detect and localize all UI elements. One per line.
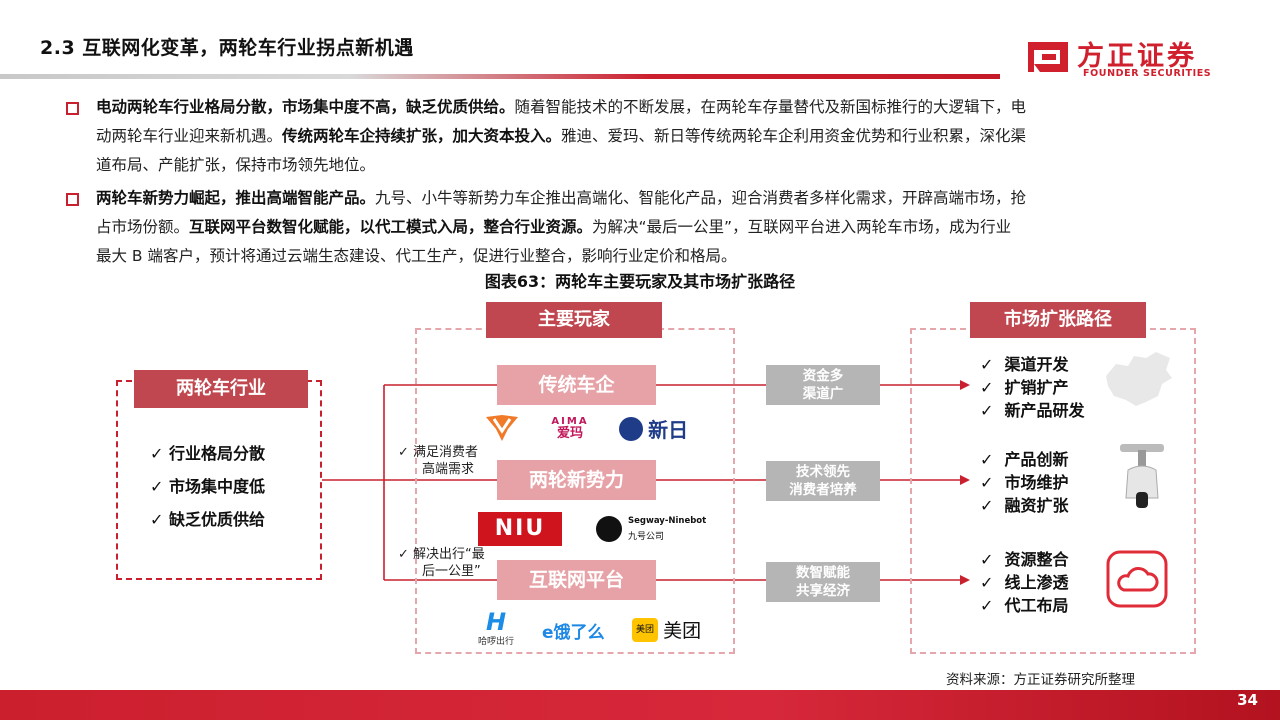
- path-list-traditional: ✓ 渠道开发 ✓ 扩销扩产 ✓ 新产品研发: [980, 355, 1085, 420]
- player-internet: 互联网平台: [497, 560, 656, 600]
- sunra-icon: [619, 416, 643, 441]
- bullet-1-text-2: 动两轮车行业迎来新机遇。: [96, 127, 283, 145]
- branch-note-2: ✓ 解决出行“最 后一公里”: [398, 547, 485, 579]
- aima-logo: AIMA 爱玛: [551, 416, 589, 441]
- page-title: 2.3 互联网化变革，两轮车行业拐点新机遇: [40, 37, 414, 59]
- edge-label-traditional: 资金多渠道广: [766, 365, 880, 405]
- bullet-2-text-4: 最大 B 端客户，预计将通过云端生态建设、代工生产，促进行业整合，影响行业定价和…: [96, 247, 737, 265]
- logo-text-en: FOUNDER SECURITIES: [1083, 68, 1212, 79]
- figure-title: 图表63：两轮车主要玩家及其市场扩张路径: [484, 272, 796, 291]
- ninebot-icon: [596, 516, 622, 542]
- cloud-icon: [1106, 550, 1168, 608]
- bullet-1-text-4: 道布局、产能扩张，保持市场领先地位。: [96, 156, 376, 174]
- industry-item: ✓ 市场集中度低: [150, 477, 265, 496]
- bullet-1-bold-1: 电动两轮车行业格局分散，市场集中度不高，缺乏优质供给。: [96, 98, 515, 116]
- title-divider: [0, 74, 1000, 79]
- bullet-2-text-2: 占市场份额。: [96, 218, 190, 236]
- industry-item: ✓ 缺乏优质供给: [150, 510, 265, 529]
- niu-logo: NIU: [478, 512, 562, 546]
- bullet-2-bold-2: 互联网平台数智化赋能，以代工模式入局，整合行业资源。: [189, 218, 593, 236]
- page-number: 34: [1237, 691, 1258, 709]
- player-traditional: 传统车企: [497, 365, 656, 405]
- bullet-2: 两轮车新势力崛起，推出高端智能产品。九号、小牛等新势力车企推出高端化、智能化产品…: [66, 184, 1226, 271]
- founder-logo-icon: [1028, 42, 1068, 72]
- branch-note-1: ✓ 满足消费者 高端需求: [398, 445, 479, 477]
- meituan-logo: 美团 美团: [632, 616, 701, 643]
- bullet-2-text-1: 九号、小牛等新势力车企推出高端化、智能化产品，迎合消费者多样化需求，开辟高端市场…: [375, 189, 1027, 207]
- bullet-1-text-1: 随着智能技术的不断发展，在两轮车存量替代及新国标推行的大逻辑下，电: [514, 98, 1027, 116]
- eleme-logo: e饿了么: [542, 623, 605, 643]
- china-map-icon: [1106, 352, 1172, 406]
- scooter-icon: [1120, 444, 1164, 508]
- bullet-square-icon: [66, 193, 79, 206]
- bullet-1-bold-2: 传统两轮车企持续扩张，加大资本投入。: [282, 127, 562, 145]
- hello-logo: H 哈啰出行: [477, 608, 514, 647]
- logo-text-cn: 方正证券: [1077, 41, 1197, 72]
- footer-bar: [0, 690, 1280, 720]
- path-list-internet: ✓ 资源整合 ✓ 线上渗透 ✓ 代工布局: [980, 550, 1069, 615]
- source-note: 资料来源：方正证券研究所整理: [946, 672, 1135, 688]
- edge-label-new-forces: 技术领先消费者培养: [766, 461, 880, 501]
- path-list-new-forces: ✓ 产品创新 ✓ 市场维护 ✓ 融资扩张: [980, 450, 1069, 515]
- bullet-square-icon: [66, 102, 79, 115]
- industry-item: ✓ 行业格局分散: [150, 444, 265, 463]
- yadea-logo-icon: [486, 415, 518, 441]
- bullet-2-text-3: 为解决“最后一公里”，互联网平台进入两轮车市场，成为行业: [592, 218, 1012, 236]
- bullet-1: 电动两轮车行业格局分散，市场集中度不高，缺乏优质供给。随着智能技术的不断发展，在…: [66, 93, 1226, 180]
- bullet-1-text-3: 雅迪、爱玛、新日等传统两轮车企利用资金优势和行业积累，深化渠: [561, 127, 1027, 145]
- bullet-2-bold-1: 两轮车新势力崛起，推出高端智能产品。: [96, 189, 376, 207]
- paths-heading: 市场扩张路径: [970, 302, 1146, 338]
- player-new-forces: 两轮新势力: [497, 460, 656, 500]
- sunra-logo: 新日: [619, 414, 688, 443]
- players-heading: 主要玩家: [486, 302, 662, 338]
- edge-label-internet: 数智赋能共享经济: [766, 562, 880, 602]
- industry-heading: 两轮车行业: [134, 370, 308, 408]
